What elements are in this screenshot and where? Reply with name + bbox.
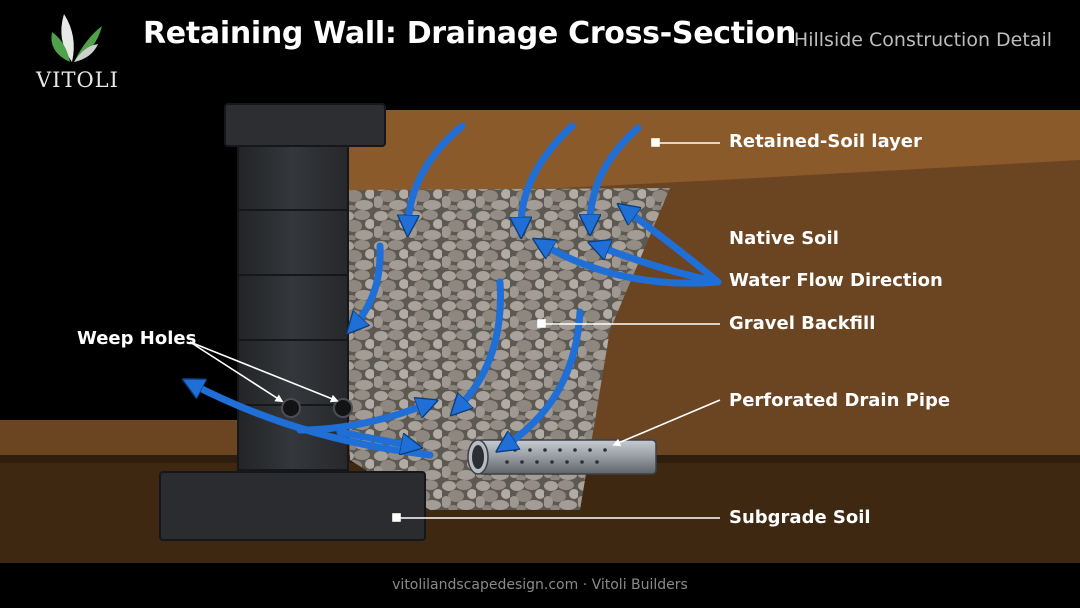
leader-lines	[189, 138, 721, 522]
page-subtitle: Hillside Construction Detail	[793, 29, 1052, 51]
water-arrow	[408, 122, 466, 226]
retaining-wall	[159, 103, 426, 541]
water-arrow	[354, 242, 384, 326]
label-water-flow: Water Flow Direction	[729, 270, 943, 291]
perforated-drain-pipe	[467, 439, 657, 475]
water-arrow	[296, 404, 428, 434]
weep-hole	[281, 398, 301, 418]
weep-hole	[333, 398, 353, 418]
brand-wordmark: VITOLI	[36, 68, 119, 92]
native-soil-lower-band	[0, 420, 300, 460]
footer-credit: vitolilandscapedesign.com · Vitoli Build…	[392, 577, 688, 593]
wall-footing	[159, 471, 426, 541]
label-subgrade-soil: Subgrade Soil	[729, 507, 871, 528]
wall-cap	[224, 103, 386, 147]
water-arrow	[626, 210, 722, 286]
water-arrow	[336, 428, 412, 446]
label-gravel-backfill: Gravel Backfill	[729, 313, 876, 334]
label-weep-holes: Weep Holes	[77, 328, 197, 349]
water-arrow	[458, 278, 504, 408]
water-arrow	[505, 308, 584, 446]
label-drain-pipe: Perforated Drain Pipe	[729, 390, 951, 411]
label-native-soil: Native Soil	[729, 228, 839, 249]
water-arrow	[590, 124, 642, 225]
water-flow-arrows	[192, 122, 722, 459]
leaf-icon	[51, 14, 102, 62]
water-arrow	[598, 246, 722, 286]
label-retained-soil: Retained-Soil layer	[729, 131, 922, 152]
page-title: Retaining Wall: Drainage Cross-Section	[143, 16, 797, 51]
water-arrow	[521, 122, 576, 228]
water-arrow	[542, 244, 722, 287]
